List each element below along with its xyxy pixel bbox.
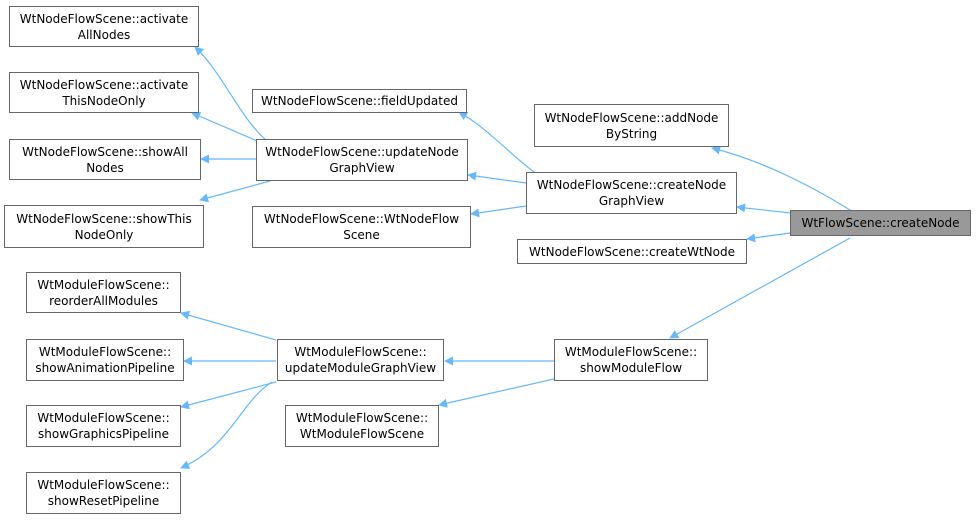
node-show-all-nodes-line1: WtNodeFlowScene::showAll (22, 144, 188, 159)
node-show-graphics-pipeline-line2: showGraphicsPipeline (38, 427, 169, 441)
node-update-module-graph-view-line2: updateModuleGraphView (284, 361, 437, 375)
node-wt-node-flow-scene-line1: WtNodeFlowScene::WtNodeFlow (263, 212, 460, 226)
node-show-graphics-pipeline-line1: WtModuleFlowScene:: (37, 411, 170, 425)
edge-createnodegraphview-fieldupdated (458, 111, 539, 176)
edge-updatenodegraphview-activateallnodes (194, 46, 268, 142)
node-add-node-by-string[interactable]: WtNodeFlowScene::addNode ByString (534, 104, 729, 147)
node-show-reset-pipeline[interactable]: WtModuleFlowScene:: showResetPipeline (26, 472, 181, 514)
node-wt-node-flow-scene[interactable]: WtNodeFlowScene::WtNodeFlow Scene (252, 206, 471, 248)
node-update-node-graph-view-line1: WtNodeFlowScene::updateNode (265, 145, 459, 159)
node-update-node-graph-view[interactable]: WtNodeFlowScene::updateNode GraphView (256, 139, 468, 181)
edge-createnodegraphview-wtnodeflowscene (470, 205, 527, 218)
node-wt-module-flow-scene-line2: WtModuleFlowScene (299, 427, 425, 441)
node-show-graphics-pipeline[interactable]: WtModuleFlowScene:: showGraphicsPipeline (26, 405, 181, 447)
node-activate-this-node-only[interactable]: WtNodeFlowScene::activate ThisNodeOnly (9, 72, 199, 113)
node-show-module-flow-line2: showModuleFlow (579, 361, 683, 375)
node-activate-all-nodes-line2: AllNodes (77, 27, 131, 42)
node-show-all-nodes-line2: Nodes (86, 160, 124, 175)
node-show-all-nodes[interactable]: WtNodeFlowScene::showAll Nodes (9, 139, 201, 180)
node-reorder-all-modules-line1: WtModuleFlowScene:: (37, 277, 170, 292)
edge-updatemodulegraphview-showresetpipeline (180, 381, 273, 469)
node-create-node-graph-view-line1: WtNodeFlowScene::createNode (536, 178, 727, 192)
node-show-this-node-only-line2: NodeOnly (74, 227, 134, 242)
node-show-animation-pipeline[interactable]: WtModuleFlowScene:: showAnimationPipelin… (26, 339, 184, 381)
edge-updatemodulegraphview-showgraphicspipeline (180, 381, 277, 410)
node-activate-this-node-only-line2: ThisNodeOnly (62, 93, 146, 108)
node-create-wt-node[interactable]: WtNodeFlowScene::createWtNode (517, 239, 747, 264)
node-create-wt-node-line1: WtNodeFlowScene::createWtNode (529, 244, 735, 259)
node-activate-all-nodes[interactable]: WtNodeFlowScene::activate AllNodes (9, 6, 199, 47)
node-create-node-graph-view[interactable]: WtNodeFlowScene::createNode GraphView (526, 172, 737, 214)
node-show-reset-pipeline-line2: showResetPipeline (47, 494, 160, 508)
edge-createnode-createnodegraphview (736, 203, 791, 214)
node-update-module-graph-view[interactable]: WtModuleFlowScene:: updateModuleGraphVie… (277, 339, 444, 381)
edge-showmoduleflow-wtmoduleflowscene (438, 378, 555, 408)
node-wt-module-flow-scene-line1: WtModuleFlowScene:: (295, 411, 429, 425)
node-show-reset-pipeline-line1: WtModuleFlowScene:: (37, 478, 170, 492)
node-flow-scene-create-node-line1: WtFlowScene::createNode (801, 216, 960, 230)
node-show-animation-pipeline-line2: showAnimationPipeline (35, 361, 175, 375)
node-field-updated[interactable]: WtNodeFlowScene::fieldUpdated (252, 89, 467, 113)
node-show-animation-pipeline-line1: WtModuleFlowScene:: (38, 345, 172, 359)
edge-createnode-createwtnode (746, 232, 791, 243)
edge-updatenodegraphview-showthisnodeonly (199, 180, 271, 203)
node-activate-all-nodes-line1: WtNodeFlowScene::activate (19, 11, 189, 26)
node-field-updated-line1: WtNodeFlowScene::fieldUpdated (261, 94, 458, 108)
node-wt-module-flow-scene[interactable]: WtModuleFlowScene:: WtModuleFlowScene (285, 405, 439, 447)
node-add-node-by-string-line1: WtNodeFlowScene::addNode (544, 110, 719, 125)
node-update-module-graph-view-line1: WtModuleFlowScene:: (294, 345, 427, 359)
node-flow-scene-create-node: WtFlowScene::createNode (790, 210, 971, 236)
edge-createnodegraphview-updatenodegraphview (467, 171, 527, 184)
edge-createnode-showmoduleflow (669, 237, 851, 339)
node-show-this-node-only[interactable]: WtNodeFlowScene::showThis NodeOnly (4, 205, 204, 248)
node-reorder-all-modules-line2: reorderAllModules (49, 293, 158, 308)
node-add-node-by-string-line2: ByString (605, 126, 658, 141)
node-activate-this-node-only-line1: WtNodeFlowScene::activate (19, 77, 189, 92)
node-show-this-node-only-line1: WtNodeFlowScene::showThis (16, 211, 192, 226)
node-update-node-graph-view-line2: GraphView (329, 161, 395, 175)
edge-createnode-addnodebystring (711, 145, 851, 211)
edge-updatemodulegraphview-reorderallmodules (180, 310, 277, 341)
node-create-node-graph-view-line2: GraphView (598, 194, 665, 208)
node-reorder-all-modules[interactable]: WtModuleFlowScene:: reorderAllModules (26, 272, 181, 313)
edge-updatenodegraphview-activatethisnodeonly (191, 112, 263, 144)
node-wt-node-flow-scene-line2: Scene (343, 228, 380, 242)
node-show-module-flow-line1: WtModuleFlowScene:: (564, 345, 698, 359)
node-show-module-flow[interactable]: WtModuleFlowScene:: showModuleFlow (554, 339, 708, 381)
